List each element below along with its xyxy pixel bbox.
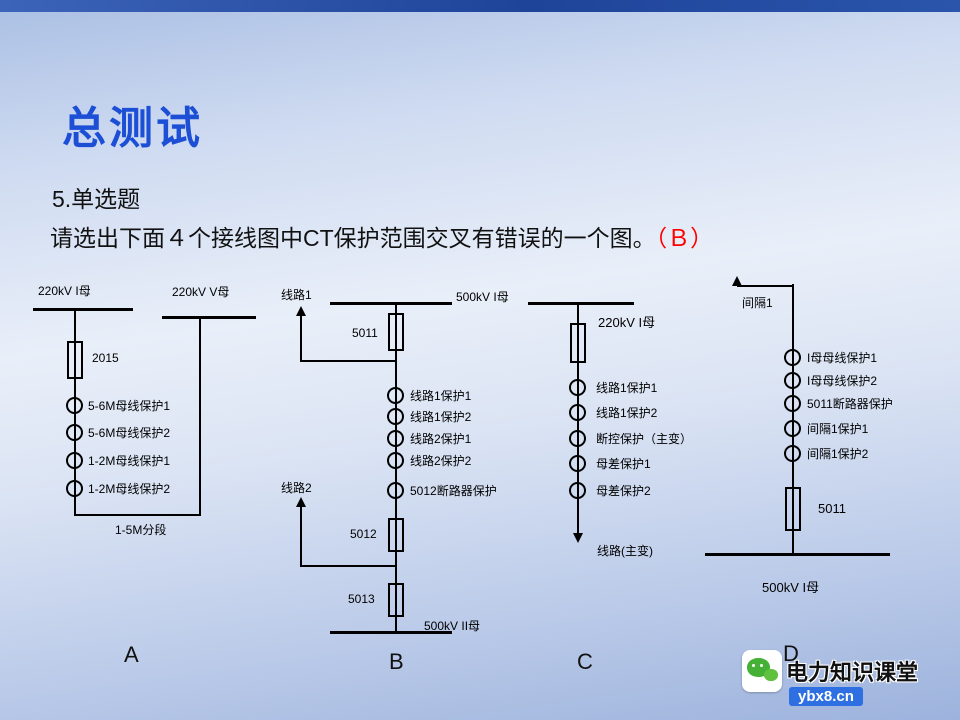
diagram-d-breaker-label: 5011 — [818, 501, 846, 516]
diagram-d-bus-label: 500kV I母 — [762, 580, 820, 595]
diagram-c-ct-3-icon — [569, 430, 586, 447]
diagram-d-ct-1-icon — [784, 349, 801, 366]
diagram-b-ct-1-label: 线路1保护1 — [410, 389, 472, 403]
diagram-a-caption: 1-5M分段 — [115, 523, 167, 537]
diagram-a-tie-horizontal-line — [74, 514, 201, 516]
wechat-eye-icon — [760, 664, 763, 667]
question-number: 5.单选题 — [52, 186, 141, 212]
diagram-d-bay-arrow-icon — [732, 276, 742, 286]
wechat-eye-icon — [752, 664, 755, 667]
diagram-c-feeder-arrow-icon — [573, 533, 583, 543]
diagram-b-ct-4-label: 线路2保护2 — [410, 454, 472, 468]
diagram-d-ct-2-label: I母母线保护2 — [807, 374, 878, 388]
diagram-d-bus-line — [705, 553, 890, 556]
watermark-name: 电力知识课堂 — [786, 660, 919, 685]
diagram-b-ct-2-label: 线路1保护2 — [410, 410, 472, 424]
diagram-d-ct-3-label: 5011断路器保护 — [807, 397, 893, 411]
diagram-c-ct-4-icon — [569, 455, 586, 472]
diagram-d-ct-4-label: 间隔1保护1 — [807, 422, 869, 436]
diagram-b-ct-1-icon — [387, 387, 404, 404]
top-bar — [0, 0, 960, 12]
diagram-d-ct-2-icon — [784, 372, 801, 389]
diagram-d-ct-5-label: 间隔1保护2 — [807, 447, 869, 461]
diagram-a-ct-3-label: 1-2M母线保护1 — [88, 454, 171, 468]
diagram-b-bus-bottom-line — [330, 631, 452, 634]
diagram-a-bus1-line — [33, 308, 133, 311]
diagram-d-ct-1-label: I母母线保护1 — [807, 351, 878, 365]
diagram-c-feeder-label: 线路(主变) — [597, 544, 653, 558]
diagram-b-trunk-line — [395, 305, 397, 633]
diagram-c-ct-1-icon — [569, 379, 586, 396]
question-text: 请选出下面４个接线图中CT保护范围交叉有错误的一个图。 — [50, 225, 656, 251]
diagram-a-bus2-line — [162, 316, 256, 319]
diagram-b-breaker-mid-label: 5012 — [350, 527, 377, 541]
answer-text: （Ｂ） — [655, 225, 714, 251]
diagram-b-feeder1-vline — [300, 314, 302, 362]
diagram-a-ct-2-label: 5-6M母线保护2 — [88, 426, 171, 440]
diagram-a-bus1-label: 220kV I母 — [38, 284, 91, 298]
diagram-c-ct-5-label: 母差保护2 — [596, 484, 651, 498]
diagram-b-feeder2-vline — [300, 505, 302, 567]
diagram-b-ct-3-icon — [387, 430, 404, 447]
diagram-c-breaker-symbol — [570, 323, 586, 363]
page-title: 总测试 — [62, 104, 203, 153]
diagram-b-breaker-mid-symbol — [388, 518, 404, 552]
diagram-b-feeder1-hline — [300, 360, 397, 362]
diagram-c-ct-3-label: 断控保护（主变） — [596, 432, 693, 446]
diagram-d-ct-4-icon — [784, 420, 801, 437]
diagram-b-breaker-bottom-symbol — [388, 583, 404, 617]
watermark-site: ybx8.cn — [789, 687, 863, 706]
diagram-b-feeder2-label: 线路2 — [281, 481, 312, 495]
diagram-c-letter: C — [577, 649, 593, 674]
diagram-d-bay-label: 间隔1 — [742, 296, 773, 310]
diagram-b-bus-top-line — [330, 302, 452, 305]
diagram-d-letter: D — [783, 641, 799, 666]
diagram-d-ct-3-icon — [784, 395, 801, 412]
diagram-a-letter: A — [124, 642, 139, 667]
diagram-c-ct-5-icon — [569, 482, 586, 499]
diagram-b-breaker-top-label: 5011 — [352, 326, 378, 340]
diagram-a-ct-1-label: 5-6M母线保护1 — [88, 399, 171, 413]
wechat-icon — [742, 650, 782, 692]
diagram-b-breaker-top-symbol — [388, 313, 404, 351]
diagram-a-bus2-label: 220kV V母 — [172, 285, 230, 299]
diagram-c-ct-4-label: 母差保护1 — [596, 457, 651, 471]
diagram-d-breaker-symbol — [785, 487, 801, 531]
diagram-d-bay-hline — [737, 285, 794, 287]
diagram-b-ct-2-icon — [387, 408, 404, 425]
wechat-bubble-small-icon — [764, 669, 778, 681]
diagram-b-bus-top-label: 500kV I母 — [456, 290, 509, 304]
diagram-b-ct-4-icon — [387, 452, 404, 469]
diagram-b-ct-3-label: 线路2保护1 — [410, 432, 472, 446]
diagram-d-trunk-line — [792, 284, 794, 555]
diagram-a-breaker-symbol — [67, 341, 83, 379]
diagram-b-letter: B — [389, 649, 404, 674]
diagram-c-ct-1-label: 线路1保护1 — [596, 381, 658, 395]
diagram-a-tie-vertical-line — [199, 319, 201, 516]
diagram-a-ct-2-icon — [66, 424, 83, 441]
diagram-b-feeder2-arrow-icon — [296, 497, 306, 507]
diagram-b-feeder2-hline — [300, 565, 397, 567]
diagram-b-breaker-bottom-label: 5013 — [348, 592, 375, 606]
diagram-a-ct-3-icon — [66, 452, 83, 469]
diagram-b-ct-5-icon — [387, 482, 404, 499]
diagram-b-bus-bottom-label: 500kV II母 — [424, 619, 481, 633]
diagram-b-ct-5-label: 5012断路器保护 — [410, 484, 497, 498]
diagram-a-breaker-label: 2015 — [92, 351, 119, 365]
diagram-a-ct-4-icon — [66, 480, 83, 497]
diagram-d-ct-5-icon — [784, 445, 801, 462]
diagram-a-ct-1-icon — [66, 397, 83, 414]
diagram-c-ct-2-label: 线路1保护2 — [596, 406, 658, 420]
question-line: 请选出下面４个接线图中CT保护范围交叉有错误的一个图。（Ｂ） — [50, 219, 713, 253]
diagram-b-feeder1-arrow-icon — [296, 306, 306, 316]
diagram-c-bus-label: 220kV I母 — [598, 315, 656, 330]
diagram-c-ct-2-icon — [569, 404, 586, 421]
diagram-a-ct-4-label: 1-2M母线保护2 — [88, 482, 171, 496]
diagram-b-feeder1-label: 线路1 — [281, 288, 312, 302]
diagram-c-bus-line — [528, 302, 634, 305]
